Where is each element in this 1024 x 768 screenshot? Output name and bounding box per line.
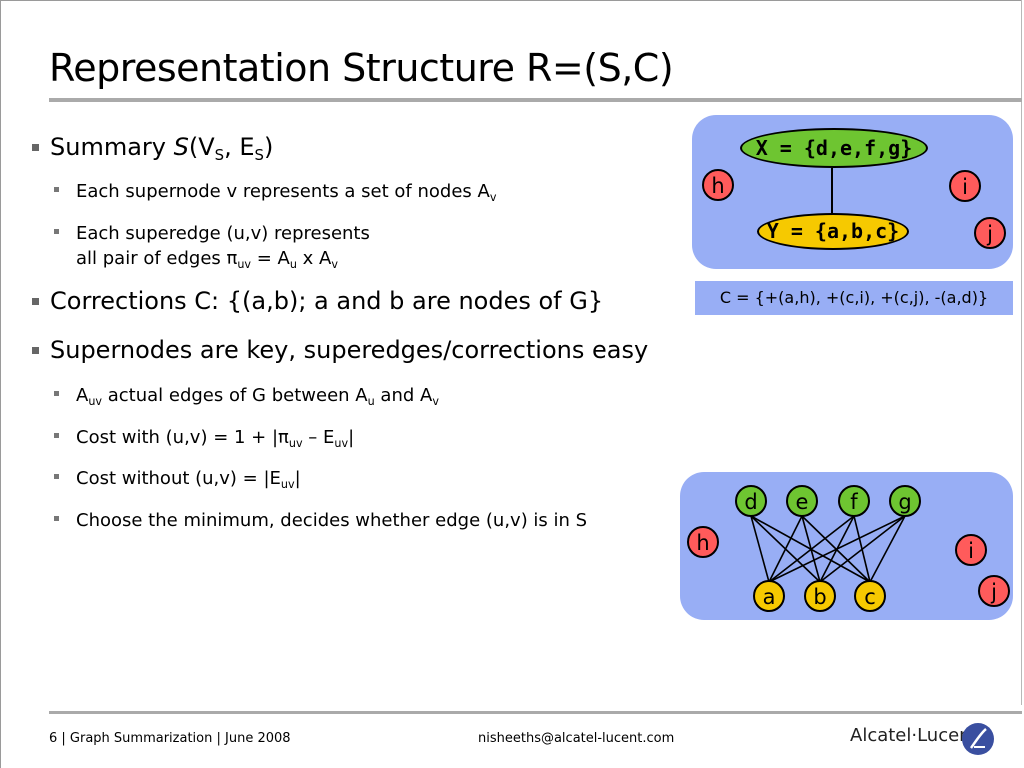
- title-divider: [49, 98, 1022, 102]
- sub-bullet-marker: [54, 474, 59, 479]
- sub-bullet-marker: [54, 516, 59, 521]
- node-g: g: [889, 485, 921, 517]
- bullet-marker: [32, 144, 39, 151]
- corrections-box: C = {+(a,h), +(c,i), +(c,j), -(a,d)}: [695, 281, 1013, 315]
- node-a: a: [753, 580, 785, 612]
- node-d: d: [735, 485, 767, 517]
- footer-page-info: 6 | Graph Summarization | June 2008: [49, 731, 291, 746]
- bullet-corrections: Corrections C: {(a,b); a and b are nodes…: [50, 287, 604, 315]
- bullet-marker: [32, 298, 39, 305]
- bullet-supernode: Each supernode v represents a set of nod…: [76, 181, 497, 204]
- node-h: h: [687, 526, 719, 558]
- sub-bullet-marker: [54, 433, 59, 438]
- sub-bullet-marker: [54, 187, 59, 192]
- sub-bullet-marker: [54, 229, 59, 234]
- footer-divider: [49, 711, 1022, 714]
- node-f: f: [838, 485, 870, 517]
- sub-bullet-marker: [54, 391, 59, 396]
- node-i: i: [949, 170, 981, 202]
- node-c: c: [854, 580, 886, 612]
- slide-border-top: [0, 0, 1022, 1]
- company-logo-text: Alcatel·Lucent: [850, 725, 978, 746]
- footer-email: nisheeths@alcatel-lucent.com: [478, 731, 675, 746]
- original-graph-edges: [750, 515, 906, 583]
- bullet-marker: [32, 347, 39, 354]
- summary-superedge: [831, 168, 833, 215]
- node-i: i: [955, 534, 987, 566]
- bullet-actual-edges: Auv actual edges of G between Au and Av: [76, 385, 439, 408]
- bullet-cost-without: Cost without (u,v) = |Euv|: [76, 468, 301, 491]
- slide-border-left: [0, 0, 1, 768]
- bullet-cost-with: Cost with (u,v) = 1 + |πuv – Euv|: [76, 427, 355, 450]
- node-h: h: [702, 169, 734, 201]
- slide-title: Representation Structure R=(S,C): [49, 46, 674, 90]
- bullet-choose-min: Choose the minimum, decides whether edge…: [76, 510, 588, 531]
- node-j: j: [974, 217, 1006, 249]
- supernode-y: Y = {a,b,c}: [757, 213, 909, 250]
- node-j: j: [978, 575, 1010, 607]
- node-b: b: [804, 580, 836, 612]
- slide-border-right: [1021, 0, 1022, 705]
- bullet-supernodes-key: Supernodes are key, superedges/correctio…: [50, 336, 649, 364]
- node-e: e: [786, 485, 818, 517]
- bullet-superedge-line1: Each superedge (u,v) represents: [76, 223, 370, 244]
- bullet-summary: Summary S(VS, ES): [50, 133, 274, 165]
- supernode-x: X = {d,e,f,g}: [740, 128, 928, 168]
- bullet-superedge-line2: all pair of edges πuv = Au x Av: [76, 248, 338, 271]
- company-logo-icon: [962, 723, 994, 755]
